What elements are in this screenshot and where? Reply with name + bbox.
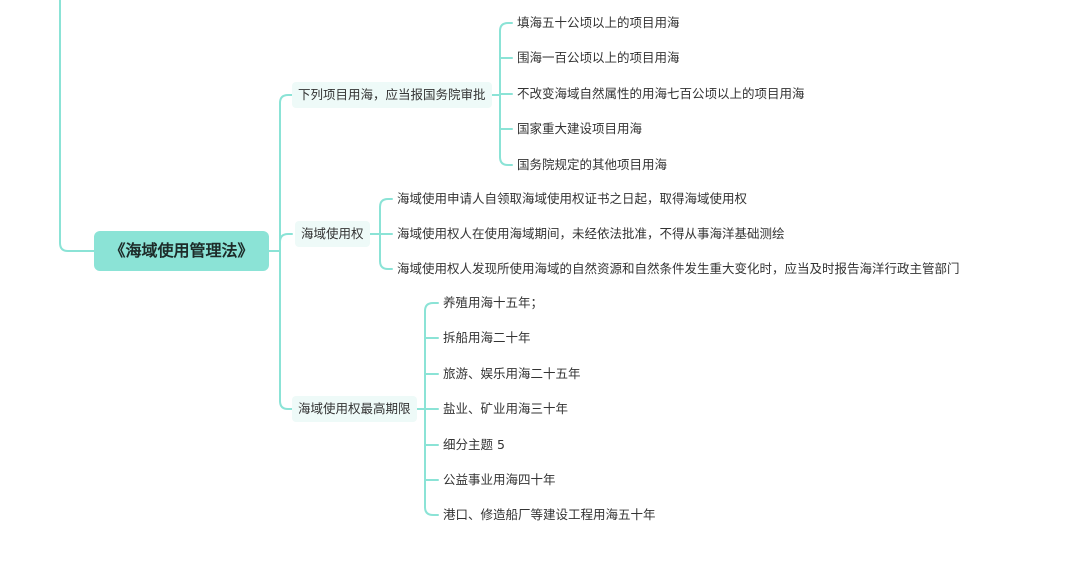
leaf-node[interactable]: 海域使用权人在使用海域期间，未经依法批准，不得从事海洋基础测绘 <box>397 226 785 241</box>
leaf-node[interactable]: 不改变海域自然属性的用海七百公顷以上的项目用海 <box>517 86 805 101</box>
branch-leaf-connector <box>499 156 513 166</box>
leaf-node[interactable]: 港口、修造船厂等建设工程用海五十年 <box>443 507 656 522</box>
branch-node-state-council-approval[interactable]: 下列项目用海，应当报国务院审批 <box>292 82 492 108</box>
leaf-node[interactable]: 公益事业用海四十年 <box>443 472 556 487</box>
root-parent-connector <box>59 0 95 252</box>
branch-node-max-term[interactable]: 海域使用权最高期限 <box>292 396 417 422</box>
root-branch-connector <box>279 94 293 104</box>
leaf-node[interactable]: 旅游、娱乐用海二十五年 <box>443 366 581 381</box>
leaf-node[interactable]: 养殖用海十五年； <box>443 295 544 310</box>
leaf-node[interactable]: 拆船用海二十年 <box>443 330 531 345</box>
leaf-node[interactable]: 盐业、矿业用海三十年 <box>443 401 569 416</box>
branch-leaf-connector <box>379 260 393 270</box>
branch-node-sea-use-right[interactable]: 海域使用权 <box>295 221 370 247</box>
leaf-node[interactable]: 国家重大建设项目用海 <box>517 121 643 136</box>
branch-leaf-connector <box>424 506 439 516</box>
branch-leaf-connector <box>424 302 439 312</box>
leaf-node[interactable]: 国务院规定的其他项目用海 <box>517 157 668 172</box>
branch-leaf-connector <box>379 198 393 208</box>
leaf-node[interactable]: 海域使用权人发现所使用海域的自然资源和自然条件发生重大变化时，应当及时报告海洋行… <box>397 261 960 276</box>
root-node[interactable]: 《海域使用管理法》 <box>94 231 269 271</box>
root-branch-connector <box>279 400 293 410</box>
leaf-node[interactable]: 填海五十公顷以上的项目用海 <box>517 15 680 30</box>
leaf-node[interactable]: 细分主题 5 <box>443 437 505 452</box>
root-branch-connector <box>279 233 293 243</box>
branch-leaf-connector <box>499 22 513 32</box>
leaf-node[interactable]: 海域使用申请人自领取海域使用权证书之日起，取得海域使用权 <box>397 191 748 206</box>
leaf-node[interactable]: 围海一百公顷以上的项目用海 <box>517 50 680 65</box>
